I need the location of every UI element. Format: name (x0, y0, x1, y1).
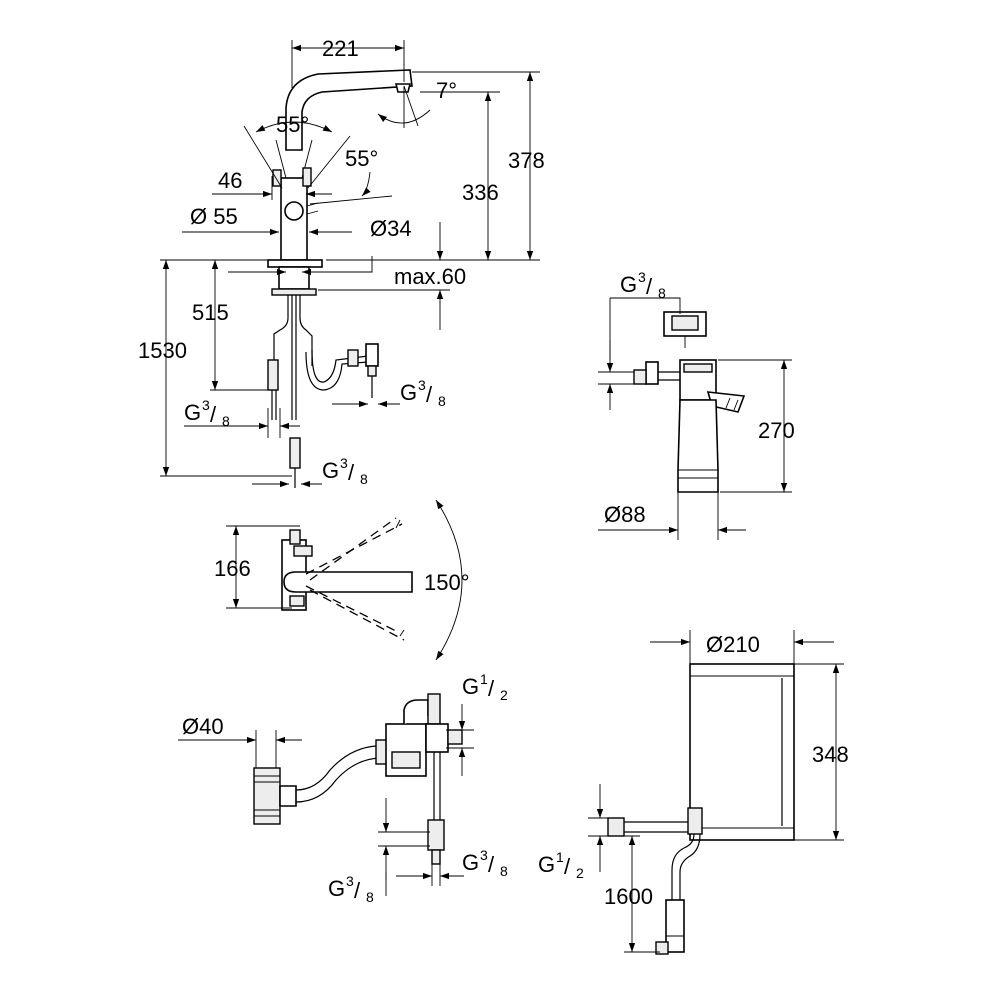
svg-text:G: G (322, 458, 339, 483)
svg-text:3: 3 (340, 455, 348, 471)
svg-text:8: 8 (366, 889, 374, 905)
thread-g12-valve: G 1 / 2 (462, 671, 508, 703)
svg-text:/: / (488, 852, 495, 877)
faucet-side-view: 221 7° 378 336 55° 55° 46 Ø 55 Ø34 (138, 36, 545, 488)
svg-text:3: 3 (480, 847, 488, 863)
dim-55deg-b: 55° (345, 146, 378, 171)
dim-221: 221 (322, 36, 359, 61)
dim-7deg: 7° (436, 78, 457, 103)
thread-g12-boiler: G 1 / 2 (538, 849, 584, 881)
spout-aerator (394, 83, 412, 93)
dim-dia88: Ø88 (604, 502, 646, 527)
svg-text:8: 8 (438, 393, 446, 409)
filter-unit-view: G 3 / 8 270 Ø88 (598, 269, 795, 540)
svg-text:1: 1 (480, 671, 488, 687)
dim-1600: 1600 (604, 884, 653, 909)
svg-text:3: 3 (346, 873, 354, 889)
svg-text:/: / (348, 460, 355, 485)
faucet-spout (285, 69, 413, 151)
supply-hoses (273, 295, 313, 366)
svg-text:8: 8 (658, 285, 666, 301)
dim-348: 348 (812, 742, 849, 767)
svg-text:1: 1 (556, 849, 564, 865)
drain-valve-view: G 1 / 2 Ø40 G 3 / 8 G 3 / 8 (178, 671, 508, 905)
dim-336: 336 (462, 180, 499, 205)
svg-text:/: / (646, 274, 653, 299)
svg-text:G: G (400, 380, 417, 405)
dim-46: 46 (218, 168, 242, 193)
drain-hose (295, 745, 379, 803)
svg-text:8: 8 (500, 863, 508, 879)
trap-body (253, 767, 281, 825)
svg-text:G: G (620, 272, 637, 297)
svg-text:3: 3 (638, 269, 646, 285)
svg-text:G: G (184, 400, 201, 425)
dim-150deg: 150° (424, 570, 470, 595)
svg-text:G: G (328, 876, 345, 901)
dim-270: 270 (758, 418, 795, 443)
svg-text:2: 2 (576, 865, 584, 881)
spout-top (283, 571, 413, 593)
faucet-top-view: 150° 166 (214, 499, 470, 661)
svg-text:/: / (210, 402, 217, 427)
boiler-tank-view: Ø210 348 G 1 / 2 1600 (538, 630, 849, 955)
dim-166: 166 (214, 556, 251, 581)
svg-text:2: 2 (500, 687, 508, 703)
dim-dia210: Ø210 (706, 632, 760, 657)
thread-g38-valve-right: G 3 / 8 (462, 847, 508, 879)
svg-text:8: 8 (360, 471, 368, 487)
lever-knob (284, 201, 304, 221)
svg-text:8: 8 (222, 413, 230, 429)
thread-g38-bottom: G 3 / 8 (322, 455, 368, 487)
dim-dia34: Ø34 (370, 216, 412, 241)
svg-text:3: 3 (418, 377, 426, 393)
thread-g38-filter: G 3 / 8 (620, 269, 666, 301)
dim-max60: max.60 (394, 264, 466, 289)
power-plug (665, 899, 685, 953)
svg-text:G: G (538, 852, 555, 877)
dim-515: 515 (192, 300, 229, 325)
dim-dia40: Ø40 (182, 714, 224, 739)
dim-1530: 1530 (138, 338, 187, 363)
svg-text:/: / (354, 878, 361, 903)
boiler-tank (689, 663, 795, 841)
thread-g38-left: G 3 / 8 (184, 397, 230, 429)
dim-378: 378 (508, 148, 545, 173)
svg-text:/: / (426, 382, 433, 407)
thread-g38-right: G 3 / 8 (400, 377, 446, 409)
svg-text:3: 3 (202, 397, 210, 413)
svg-text:G: G (462, 674, 479, 699)
thread-g38-valve-left: G 3 / 8 (328, 873, 374, 905)
svg-text:/: / (488, 676, 495, 701)
dim-55deg-a: 55° (276, 112, 309, 137)
svg-text:G: G (462, 850, 479, 875)
svg-text:/: / (564, 854, 571, 879)
dim-dia55: Ø 55 (190, 204, 238, 229)
